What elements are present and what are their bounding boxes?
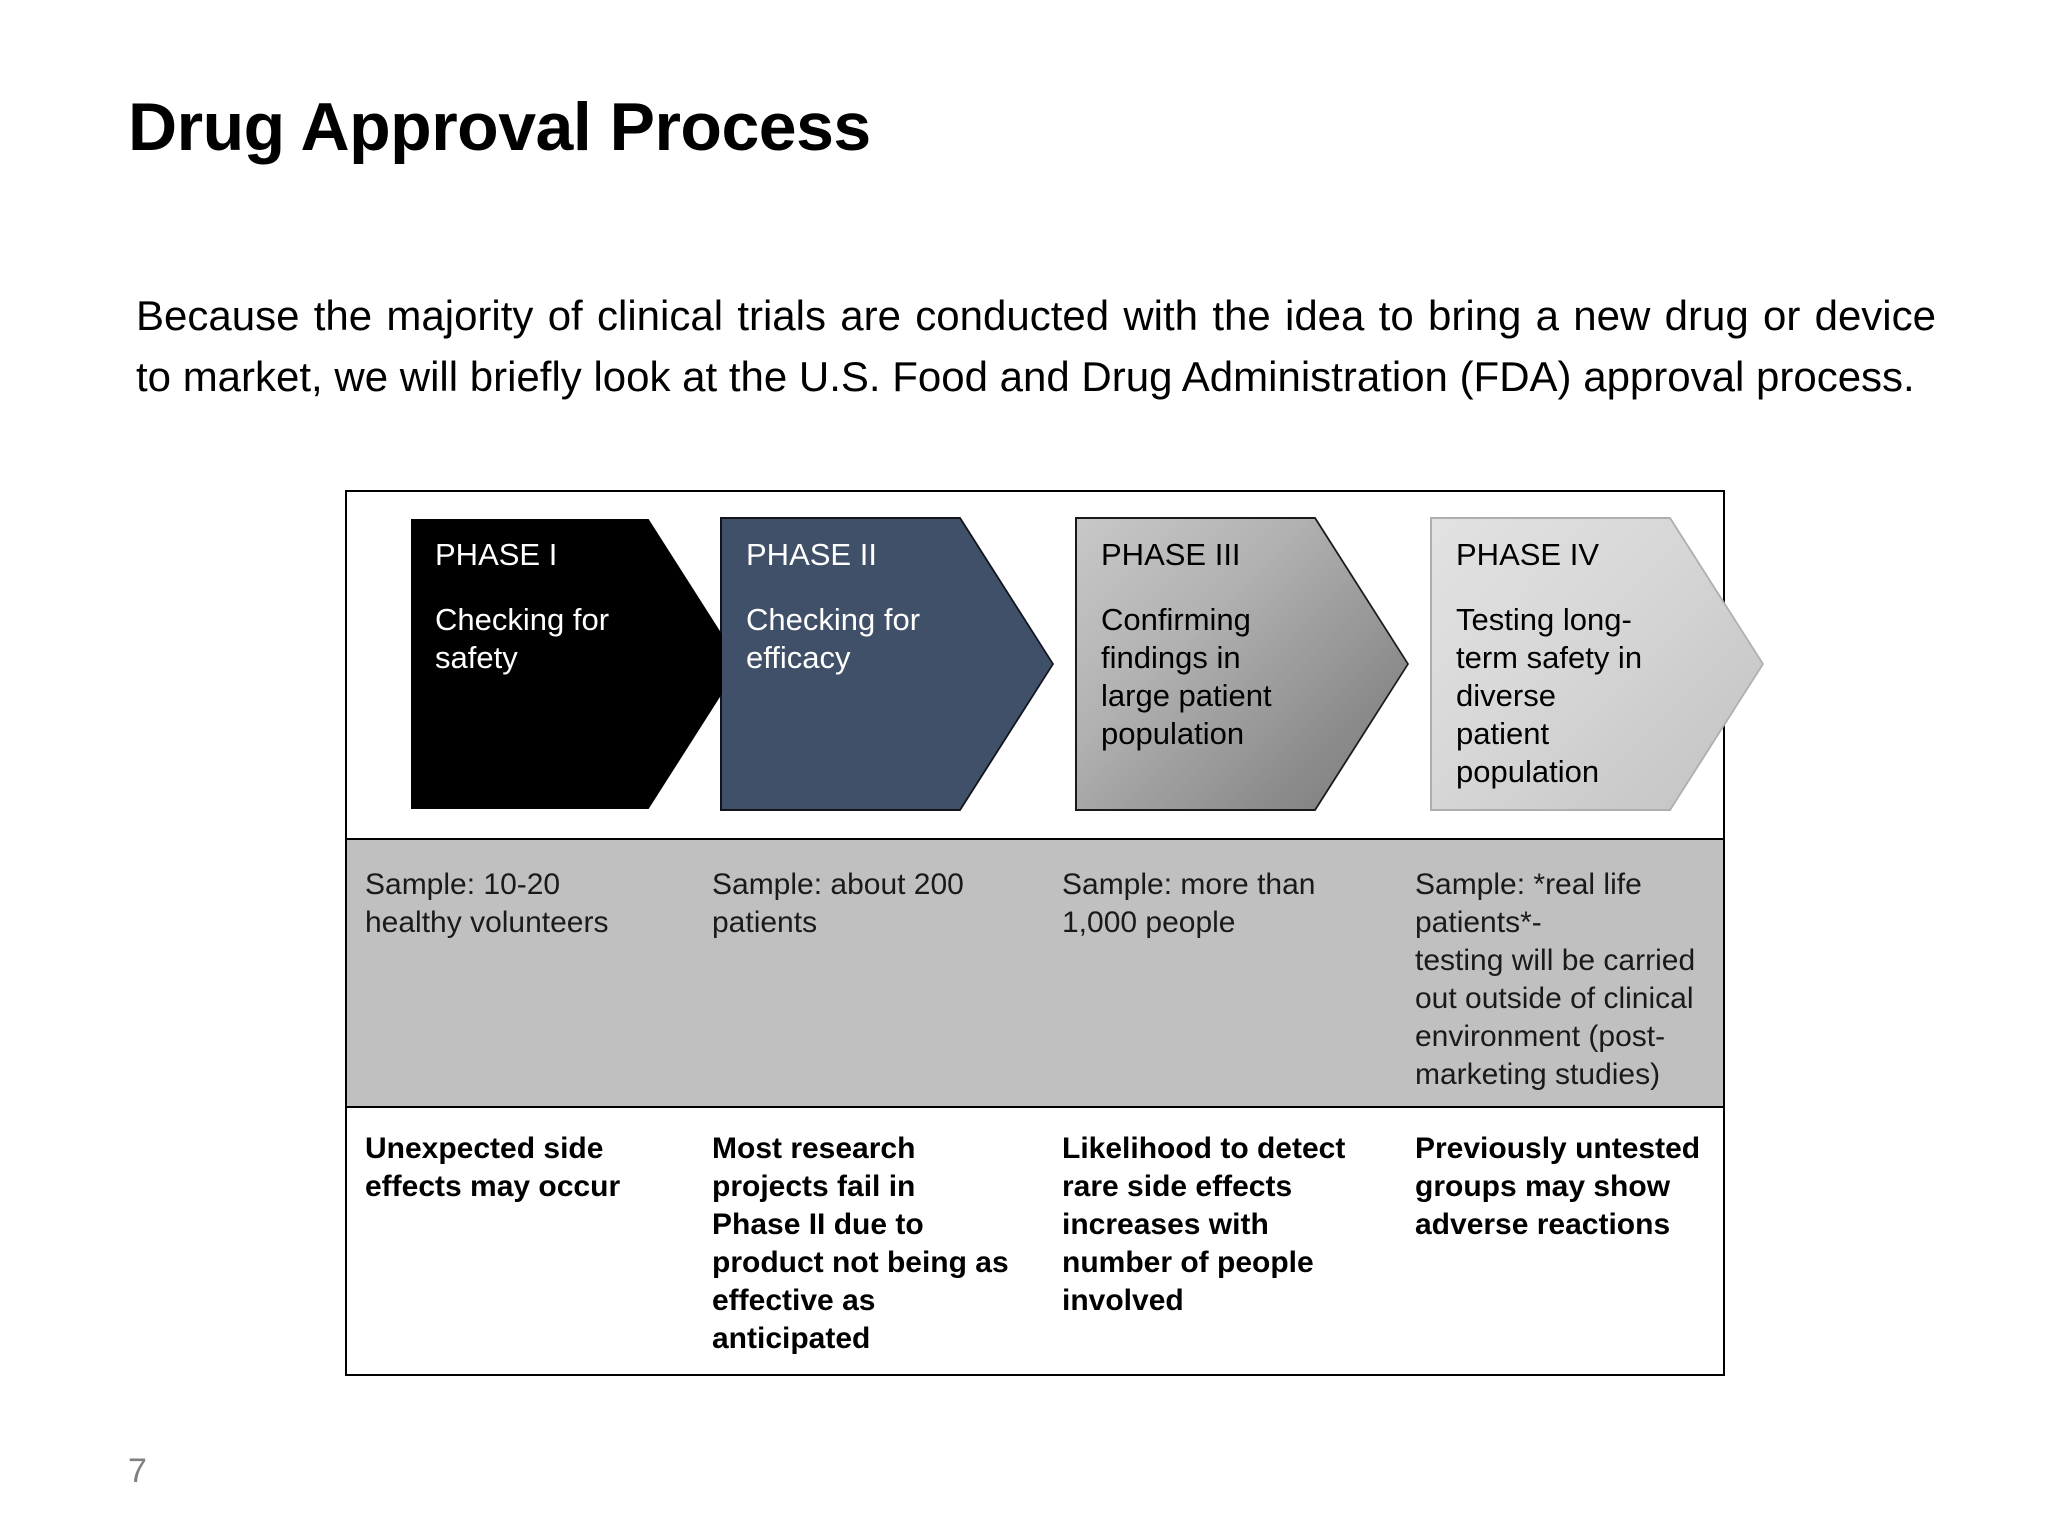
phase-4-sample: Sample: *real life patients*- testing wi… xyxy=(1415,868,1696,1091)
phase-arrow-row: PHASE I Checking for safety PHASE II Che… xyxy=(347,492,1764,838)
phase-2-sample: Sample: about 200 patients xyxy=(712,868,964,939)
phase-1-outcome: Unexpected side effects may occur xyxy=(365,1132,621,1203)
page-title: Drug Approval Process xyxy=(128,89,871,165)
phase-4-arrow[interactable]: PHASE IV Testing long-term safety in div… xyxy=(1432,519,1762,809)
phase-3-sample: Sample: more than 1,000 people xyxy=(1062,868,1316,939)
intro-paragraph: Because the majority of clinical trials … xyxy=(136,292,1936,400)
phase-3-description: Confirming findings in large patient pop… xyxy=(1101,602,1272,751)
phase-2-arrow[interactable]: PHASE II Checking for efficacy xyxy=(722,519,1052,809)
phase-3-arrow[interactable]: PHASE III Confirming findings in large p… xyxy=(1077,519,1407,809)
phase-1-description: Checking for safety xyxy=(435,602,610,675)
outcome-row: Unexpected side effects may occur Most r… xyxy=(347,1108,1723,1374)
phase-1-label: PHASE I xyxy=(435,537,558,572)
sample-size-row: Sample: 10-20 healthy volunteers Sample:… xyxy=(347,838,1723,1108)
phase-4-outcome: Previously untested groups may show adve… xyxy=(1415,1132,1701,1241)
phase-2-outcome: Most research projects fail in Phase II … xyxy=(712,1132,1009,1355)
phase-3-label: PHASE III xyxy=(1101,537,1241,572)
phase-2-description: Checking for efficacy xyxy=(746,602,921,675)
phase-3-outcome: Likelihood to detect rare side effects i… xyxy=(1062,1132,1346,1317)
phase-4-label: PHASE IV xyxy=(1456,537,1599,572)
phase-2-label: PHASE II xyxy=(746,537,877,572)
phase-1-arrow[interactable]: PHASE I Checking for safety xyxy=(411,519,741,809)
page-number: 7 xyxy=(128,1452,147,1490)
phase-4-description: Testing long-term safety in diverse pati… xyxy=(1456,602,1643,789)
drug-approval-diagram: PHASE I Checking for safety PHASE II Che… xyxy=(345,490,1764,1376)
phase-1-sample: Sample: 10-20 healthy volunteers xyxy=(365,868,609,939)
